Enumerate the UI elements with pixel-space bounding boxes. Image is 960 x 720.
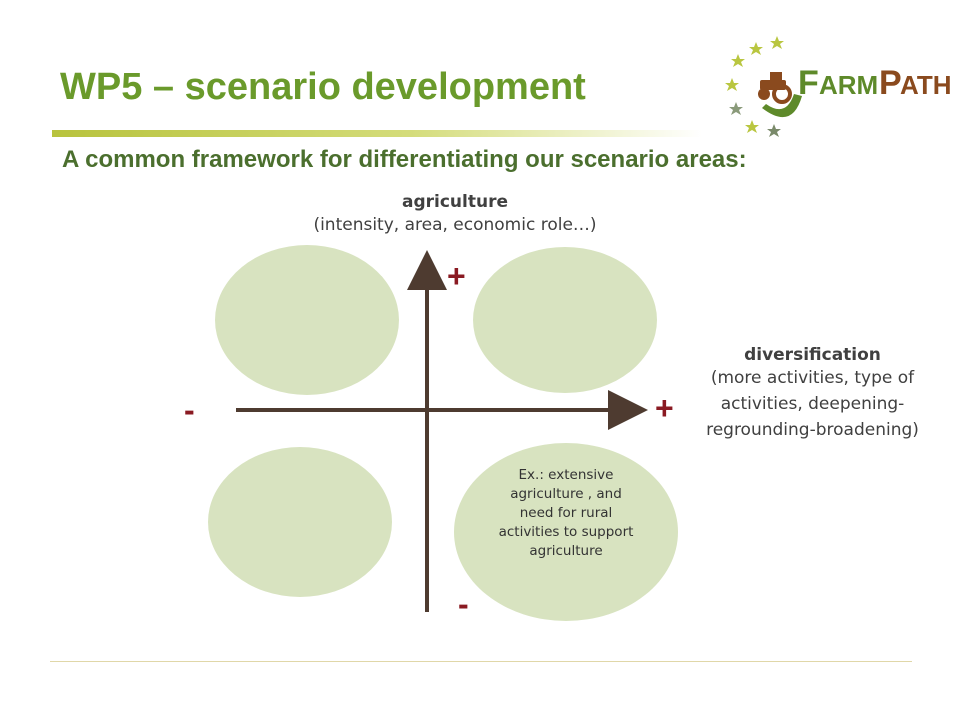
vertical-minus-sign: -	[458, 586, 469, 622]
quadrant-top-left	[215, 245, 399, 395]
horizontal-minus-sign: -	[184, 392, 195, 428]
quadrant-bottom-left	[208, 447, 392, 597]
vertical-axis-description: (intensity, area, economic role…)	[313, 215, 597, 235]
bottom-right-quadrant-text: Ex.: extensive agriculture , and need fo…	[498, 467, 634, 559]
svg-text:ARM: ARM	[819, 70, 878, 100]
svg-text:ATH: ATH	[900, 70, 952, 100]
svg-text:P: P	[879, 64, 902, 102]
horizontal-axis-line-2: activities, deepening-	[720, 394, 905, 414]
logo-stars-icon	[725, 36, 784, 137]
slide-subtitle: A common framework for differentiating o…	[62, 146, 747, 173]
vertical-axis-label: agriculture (intensity, area, economic r…	[270, 192, 640, 238]
title-underline	[52, 130, 702, 137]
horizontal-axis-label: diversification (more activities, type o…	[680, 345, 945, 443]
horizontal-axis-title: diversification	[744, 345, 881, 365]
vertical-plus-sign: +	[447, 258, 466, 294]
farmpath-logo: F ARM P ATH	[722, 36, 956, 138]
svg-text:F: F	[798, 64, 819, 102]
quadrant-top-right	[473, 247, 657, 393]
horizontal-axis-line-3: regrounding-broadening)	[706, 420, 919, 440]
tractor-icon	[758, 72, 792, 104]
slide-title: WP5 – scenario development	[60, 66, 586, 108]
horizontal-axis-line-1: (more activities, type of	[710, 368, 915, 388]
footer-divider	[50, 661, 912, 662]
vertical-axis-title: agriculture	[401, 192, 508, 212]
quadrant-bottom-right	[454, 443, 678, 621]
horizontal-plus-sign: +	[655, 390, 674, 426]
